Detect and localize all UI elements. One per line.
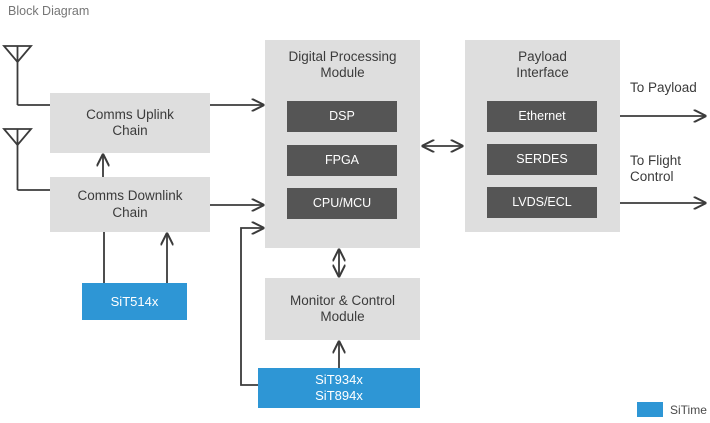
block-sit934x-sit894x[interactable]: SiT934x SiT894x [258,368,420,408]
label-to-payload: To Payload [630,80,697,95]
block-sit894x-label: SiT894x [315,388,363,403]
sit934x-to-digital-processing [240,228,263,386]
block-monitor-control-module[interactable]: Monitor & Control Module [265,278,420,340]
downlink-antenna-icon [2,128,33,190]
subblock-fpga[interactable]: FPGA [287,145,397,176]
uplink-antenna-icon [2,45,33,105]
block-comms-downlink-chain[interactable]: Comms Downlink Chain [50,177,210,232]
legend-sitime-label: SiTime [670,402,707,417]
subblock-serdes-label: SERDES [516,151,568,166]
page-title: Block Diagram [8,4,90,18]
block-sit514x-label: SiT514x [110,293,159,309]
subblock-lvds-ecl[interactable]: LVDS/ECL [487,187,597,218]
block-comms-uplink-chain[interactable]: Comms Uplink Chain [50,93,210,153]
subblock-dsp-label: DSP [329,108,355,123]
block-sit934x-label: SiT934x [315,372,363,388]
subblock-fpga-label: FPGA [324,152,360,167]
digital-processing-module-title: Digital Processing Module [288,49,397,81]
monitor-control-module-title: Monitor & Control Module [289,292,396,324]
subblock-serdes[interactable]: SERDES [487,144,597,175]
subblock-cpu-mcu[interactable]: CPU/MCU [287,188,397,219]
block-comms-uplink-chain-label: Comms Uplink Chain [86,106,174,138]
subblock-ethernet-label: Ethernet [518,108,566,123]
subblock-dsp[interactable]: DSP [287,101,397,132]
block-sit514x[interactable]: SiT514x [82,283,187,320]
payload-interface-title: Payload Interface [516,49,569,81]
legend: SiTime [637,402,707,417]
subblock-lvds-ecl-label: LVDS/ECL [512,194,572,209]
legend-sitime-swatch [637,402,663,417]
subblock-cpu-mcu-label: CPU/MCU [312,195,372,210]
label-to-flight-control: To Flight Control [630,153,682,185]
subblock-ethernet[interactable]: Ethernet [487,101,597,132]
block-comms-downlink-chain-label: Comms Downlink Chain [77,188,183,220]
